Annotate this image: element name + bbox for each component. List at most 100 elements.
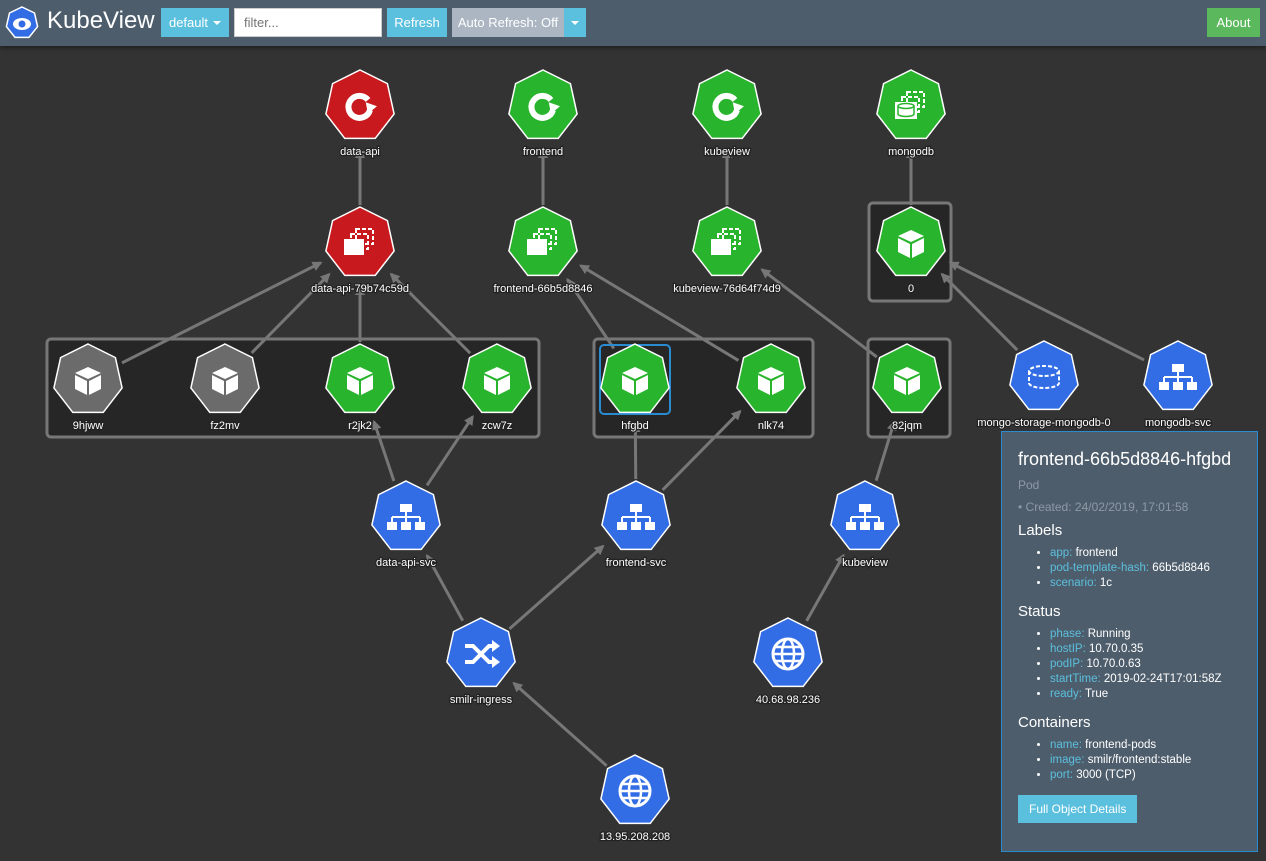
refresh-icon: [345, 92, 378, 121]
node-shape: [753, 617, 823, 688]
node-ing-smilr[interactable]: smilr-ingress: [446, 617, 516, 707]
node-shape: [508, 69, 578, 140]
node-pod-hfgbd[interactable]: hfgbd: [599, 343, 671, 433]
node-pod-82jqm[interactable]: 82jqm: [872, 343, 942, 433]
namespace-dropdown[interactable]: default: [161, 8, 229, 37]
node-pod-nlk74[interactable]: nlk74: [736, 343, 806, 433]
edge-ing-smilr-to-svc-data-api: [425, 553, 465, 622]
cube-icon: [758, 367, 784, 395]
status-item: ready: True: [1050, 688, 1241, 700]
containers-item: image: smilr/frontend:stable: [1050, 754, 1241, 766]
edge-ip-ingress-to-ing-smilr: [512, 681, 608, 767]
status-item: podIP: 10.70.0.63: [1050, 658, 1241, 670]
group-data-api-pods: [45, 337, 541, 439]
node-svc-kubeview[interactable]: kubeview: [830, 480, 900, 570]
item-key: hostIP:: [1050, 643, 1089, 655]
node-pod-0[interactable]: 0: [876, 206, 946, 296]
node-label: smilr-ingress: [450, 694, 513, 706]
item-value: 3000 (TCP): [1076, 769, 1136, 781]
volume-icon: [1028, 365, 1060, 389]
node-pvc-mongo[interactable]: mongo-storage-mongodb-0: [976, 340, 1112, 430]
node-svc-mongodb[interactable]: mongodb-svc: [1143, 340, 1213, 430]
node-label: kubeview: [704, 146, 750, 158]
edge-svc-data-api-to-pod-r2jk2: [371, 419, 396, 482]
navbar: KubeView default Refresh Auto Refresh: O…: [0, 0, 1266, 46]
node-label: kubeview: [842, 557, 888, 569]
node-ip-ingress[interactable]: 13.95.208.208: [599, 754, 671, 844]
node-rs-kubeview[interactable]: kubeview-76d64f74d9: [672, 206, 782, 296]
node-label: mongo-storage-mongodb-0: [977, 417, 1110, 429]
node-label: mongodb-svc: [1145, 417, 1212, 429]
labels-list: app: frontend pod-template-hash: 66b5d884…: [1018, 547, 1241, 589]
node-label: r2jk2: [348, 420, 372, 432]
replicaset-icon: [344, 228, 374, 255]
node-pod-fz2mv[interactable]: fz2mv: [190, 343, 260, 433]
node-dep-kubeview[interactable]: kubeview: [692, 69, 762, 159]
kubeview-logo-icon: [5, 6, 39, 39]
replicaset-icon: [711, 228, 741, 255]
item-key: ready:: [1050, 688, 1085, 700]
node-pod-r2jk2[interactable]: r2jk2: [325, 343, 395, 433]
full-object-details-button[interactable]: Full Object Details: [1018, 795, 1138, 823]
caret-down-icon: [213, 20, 222, 25]
item-key: name:: [1050, 739, 1086, 751]
item-value: 10.70.0.35: [1089, 643, 1144, 655]
node-ip-kubeview[interactable]: 40.68.98.236: [753, 617, 823, 707]
node-ss-mongodb[interactable]: mongodb: [876, 69, 946, 159]
auto-refresh-button[interactable]: Auto Refresh: Off: [452, 8, 564, 37]
refresh-button[interactable]: Refresh: [387, 8, 447, 37]
details-panel: frontend-66b5d8846-hfgbd Pod • Created: …: [1001, 431, 1258, 852]
node-shape: [600, 754, 670, 825]
node-label: data-api: [340, 146, 380, 158]
node-rs-data-api[interactable]: data-api-79b74c59d: [310, 206, 410, 296]
status-heading: Status: [1018, 603, 1061, 620]
globe-icon: [771, 637, 805, 671]
item-value: 10.70.0.63: [1086, 658, 1141, 670]
edge-pod-9hjww-to-rs-data-api: [121, 261, 323, 365]
node-dep-frontend[interactable]: frontend: [508, 69, 578, 159]
edge-svc-data-api-to-pod-zcw7z: [425, 414, 474, 487]
item-value: True: [1084, 688, 1109, 700]
shuffle-icon: [465, 640, 500, 668]
about-button[interactable]: About: [1207, 8, 1260, 37]
containers-item: port: 3000 (TCP): [1050, 769, 1241, 781]
database-stack-icon: [895, 91, 925, 119]
item-key: image:: [1050, 754, 1088, 766]
edge-pod-zcw7z-to-rs-data-api: [389, 272, 472, 355]
details-created: • Created: 24/02/2019, 17:01:58: [1018, 500, 1189, 514]
edge-svc-kubeview-to-pod-82jqm: [874, 420, 897, 482]
item-key: phase:: [1050, 628, 1088, 640]
item-key: pod-template-hash:: [1050, 562, 1153, 574]
node-dep-data-api[interactable]: data-api: [325, 69, 395, 159]
node-label: 82jqm: [892, 420, 922, 432]
node-label: hfgbd: [621, 420, 649, 432]
node-svc-data-api[interactable]: data-api-svc: [371, 480, 441, 570]
node-label: zcw7z: [482, 420, 513, 432]
node-label: frontend-66b5d8846: [493, 283, 592, 295]
node-label: mongodb: [888, 146, 934, 158]
status-item: hostIP: 10.70.0.35: [1050, 643, 1241, 655]
details-title: frontend-66b5d8846-hfgbd: [1018, 449, 1232, 469]
node-pod-9hjww[interactable]: 9hjww: [53, 343, 123, 433]
item-value: 66b5d8846: [1152, 562, 1210, 574]
filter-input[interactable]: [234, 8, 382, 37]
details-kind: Pod: [1018, 478, 1040, 492]
containers-heading: Containers: [1018, 714, 1091, 731]
labels-heading: Labels: [1018, 522, 1063, 539]
labels-item: app: frontend: [1050, 547, 1241, 559]
cube-icon: [894, 367, 920, 395]
node-label: frontend: [523, 146, 563, 158]
node-pod-zcw7z[interactable]: zcw7z: [462, 343, 532, 433]
status-list: phase: RunninghostIP: 10.70.0.35podIP: 1…: [1018, 628, 1241, 700]
auto-refresh-dropdown[interactable]: [564, 8, 586, 37]
network-tree-icon: [1159, 364, 1197, 390]
item-value: 2019-02-24T17:01:58Z: [1103, 673, 1222, 685]
node-rs-frontend[interactable]: frontend-66b5d8846: [492, 206, 594, 296]
node-shape: [1009, 340, 1079, 411]
node-label: 13.95.208.208: [600, 831, 670, 843]
node-label: kubeview-76d64f74d9: [673, 283, 781, 295]
edge-pvc-mongo-to-pod-0: [940, 272, 1019, 352]
item-key: podIP:: [1050, 658, 1087, 670]
namespace-label: default: [168, 15, 209, 30]
node-svc-frontend[interactable]: frontend-svc: [601, 480, 671, 570]
